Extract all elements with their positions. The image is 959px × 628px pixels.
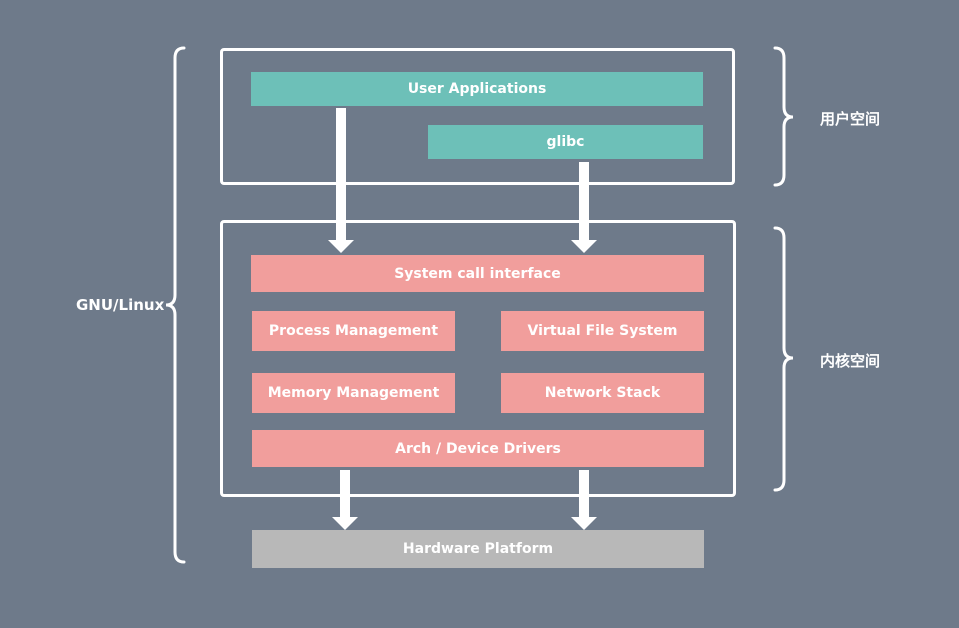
process-management-box: Process Management bbox=[252, 311, 455, 351]
user-space-frame bbox=[220, 48, 735, 185]
system-call-interface-box: System call interface bbox=[251, 255, 704, 292]
network-stack-box: Network Stack bbox=[501, 373, 704, 413]
arrow-glibc-to-syscall bbox=[571, 162, 597, 253]
glibc-box: glibc bbox=[428, 125, 703, 159]
gnu-linux-label: GNU/Linux bbox=[76, 296, 165, 314]
kernel-space-brace bbox=[773, 226, 794, 492]
kernel-space-frame bbox=[220, 220, 736, 497]
hardware-platform-box: Hardware Platform bbox=[252, 530, 704, 568]
user-space-label: 用户空间 bbox=[820, 110, 881, 128]
kernel-space-label: 内核空间 bbox=[820, 352, 881, 370]
arch-device-drivers-box: Arch / Device Drivers bbox=[252, 430, 704, 467]
user-applications-box: User Applications bbox=[251, 72, 703, 106]
user-space-brace bbox=[773, 46, 794, 187]
virtual-file-system-box: Virtual File System bbox=[501, 311, 704, 351]
gnu-linux-brace bbox=[165, 46, 186, 564]
memory-management-box: Memory Management bbox=[252, 373, 455, 413]
arrow-apps-to-syscall bbox=[328, 108, 354, 253]
